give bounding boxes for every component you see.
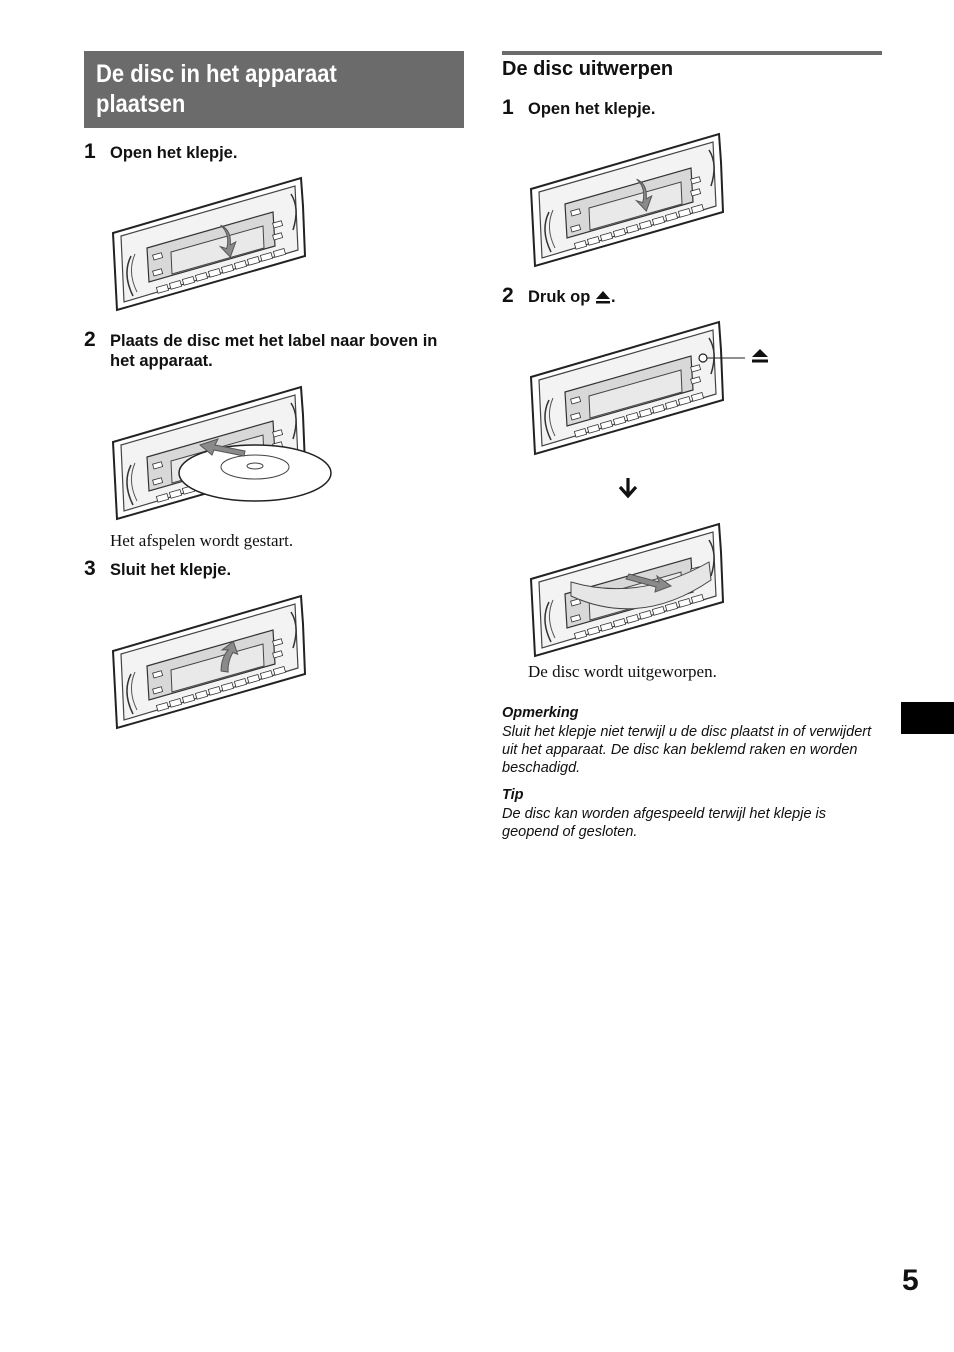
result-text: De disc wordt uitgeworpen. [528,662,717,681]
step-number: 1 [502,96,514,119]
page-number: 5 [902,1264,919,1297]
note-title: Opmerking [502,705,579,721]
step-text: Sluit het klepje. [110,561,232,579]
step-text-suffix: . [610,288,616,306]
device-close-flap-illustration [112,595,306,729]
tip-text: De disc kan worden afgespeeld terwijl he… [502,806,827,840]
step-text: Druk op [528,288,591,306]
section-title-bar: De disc in het apparaat plaatsen [84,51,464,128]
device-eject-button-illustration [530,321,745,455]
device-disc-ejected-illustration [530,523,724,657]
eject-icon [595,291,610,304]
step-text-eject: Druk op . [528,287,616,307]
device-open-flap-illustration [530,133,724,267]
step-text: Open het klepje. [528,100,656,118]
device-insert-disc-illustration [112,386,332,520]
section-heading: De disc uitwerpen [502,58,674,80]
step-number: 2 [502,284,514,307]
device-open-flap-illustration [112,177,306,311]
result-text: Het afspelen wordt gestart. [110,531,294,550]
step-number: 3 [84,557,96,580]
step-number: 1 [84,140,96,163]
step-text: Open het klepje. [110,144,238,162]
note-text: Sluit het klepje niet terwijl u de disc … [502,724,872,776]
step-number: 2 [84,328,96,351]
section-title: De disc in het apparaat plaatsen [96,60,337,118]
tip-title: Tip [502,787,524,803]
arrow-down-icon [618,478,638,499]
eject-icon [752,349,768,363]
step-text: Plaats de disc met het label naar boven … [110,332,438,370]
section-tab-marker [901,702,954,734]
heading-rule [502,51,882,55]
